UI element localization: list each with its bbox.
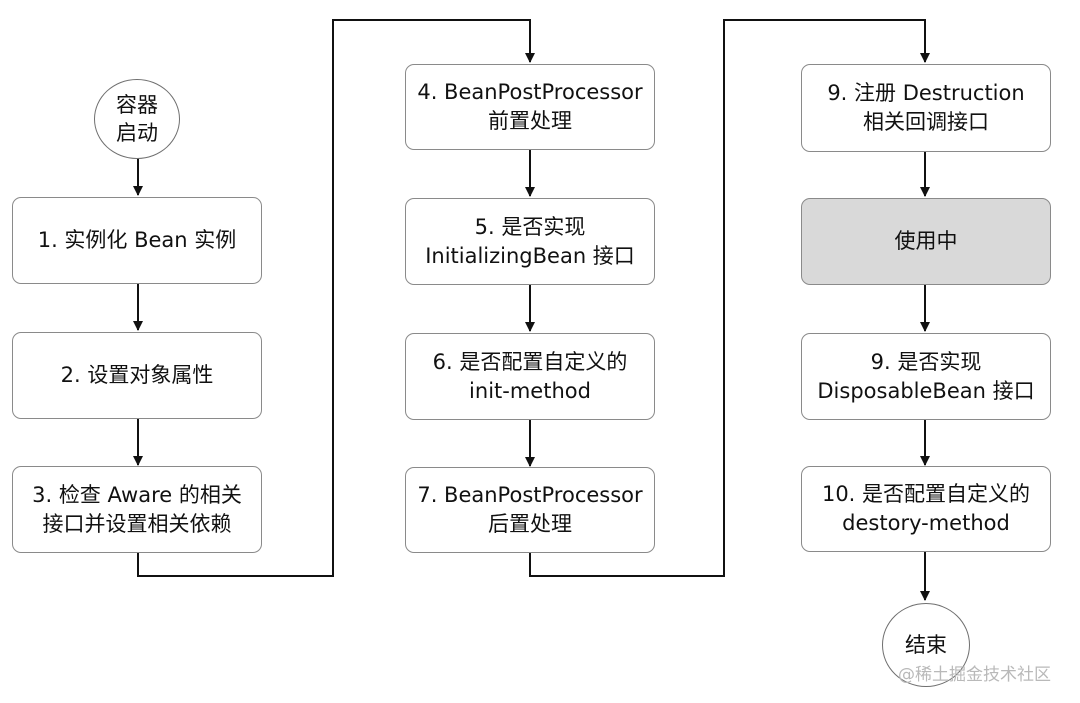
- in-use-label: 使用中: [894, 229, 958, 253]
- step-9a-label-line-2: 相关回调接口: [863, 110, 989, 134]
- step-10-label-line-1: 10. 是否配置自定义的: [821, 482, 1031, 506]
- step-5-label-line-2: InitializingBean 接口: [425, 243, 635, 268]
- end-node: 结束: [882, 603, 970, 687]
- step-10-destroy-method: 10. 是否配置自定义的 destory-method: [801, 466, 1051, 552]
- step-9a-label-line-1: 9. 注册 Destruction: [827, 81, 1025, 105]
- step-1-instantiate-bean: 1. 实例化 Bean 实例: [12, 197, 262, 284]
- start-node-line-2: 启动: [116, 121, 158, 145]
- step-3-label-line-2: 接口并设置相关依赖: [42, 511, 232, 536]
- step-1-label: 1. 实例化 Bean 实例: [37, 228, 237, 252]
- watermark: @稀土掘金技术社区: [898, 665, 1051, 685]
- step-7-label-line-2: 后置处理: [488, 512, 572, 536]
- step-3-label-line-1: 3. 检查 Aware 的相关: [32, 482, 242, 507]
- step-9-register-destruction: 9. 注册 Destruction 相关回调接口: [801, 64, 1051, 152]
- step-9b-label-line-2: DisposableBean 接口: [817, 378, 1035, 403]
- arrow-step3-to-step4: [137, 19, 535, 577]
- in-use-state: 使用中: [801, 198, 1051, 285]
- step-6-init-method: 6. 是否配置自定义的 init-method: [405, 333, 655, 420]
- step-4-label-line-1: 4. BeanPostProcessor: [417, 80, 643, 104]
- step-2-label: 2. 设置对象属性: [60, 363, 214, 387]
- step-9b-label-line-1: 9. 是否实现: [870, 349, 982, 374]
- step-6-label-line-2: init-method: [469, 378, 591, 403]
- step-4-label-line-2: 前置处理: [488, 109, 572, 133]
- arrow-step7-to-step9a: [529, 19, 930, 577]
- step-2-set-properties: 2. 设置对象属性: [12, 332, 262, 419]
- step-5-label-line-1: 5. 是否实现: [474, 214, 586, 239]
- step-7-after-processor: 7. BeanPostProcessor 后置处理: [405, 467, 655, 553]
- step-5-initializing-bean: 5. 是否实现 InitializingBean 接口: [405, 198, 655, 285]
- start-node: 容器 启动: [94, 79, 180, 159]
- step-9-disposable-bean: 9. 是否实现 DisposableBean 接口: [801, 333, 1051, 420]
- end-node-label: 结束: [905, 633, 947, 657]
- step-6-label-line-1: 6. 是否配置自定义的: [432, 349, 628, 374]
- step-4-before-processor: 4. BeanPostProcessor 前置处理: [405, 64, 655, 150]
- step-3-check-aware: 3. 检查 Aware 的相关 接口并设置相关依赖: [12, 466, 262, 553]
- step-10-label-line-2: destory-method: [842, 511, 1010, 535]
- step-7-label-line-1: 7. BeanPostProcessor: [417, 483, 643, 507]
- start-node-line-1: 容器: [116, 93, 158, 117]
